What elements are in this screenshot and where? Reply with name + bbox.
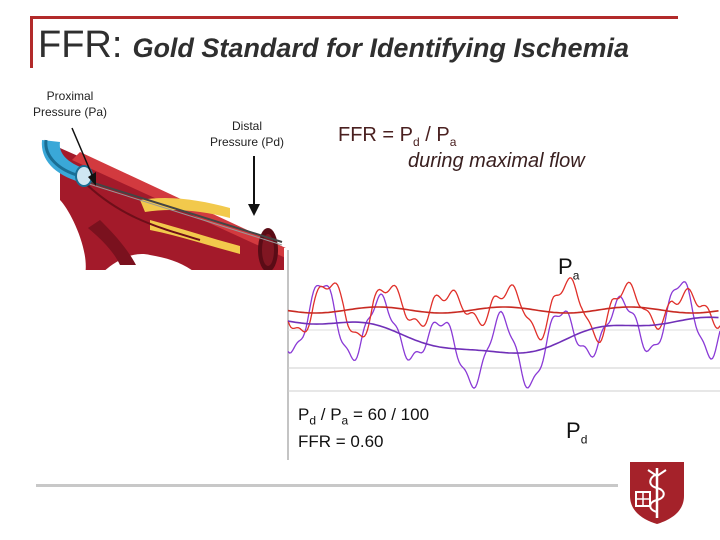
ffr-value-line: FFR = 0.60 bbox=[298, 431, 429, 453]
pd-trace-label: Pd bbox=[566, 418, 587, 446]
formula-prefix: FFR = P bbox=[338, 124, 413, 146]
formula-sub-a: a bbox=[450, 135, 457, 149]
pd-label-main: P bbox=[566, 418, 581, 443]
pa-trace-label: Pa bbox=[558, 254, 579, 282]
ratio-mid: / P bbox=[316, 405, 342, 424]
ratio-line: Pd / Pa = 60 / 100 bbox=[298, 404, 429, 431]
ffr-formula: FFR = Pd / Pa bbox=[338, 124, 456, 149]
crest-logo bbox=[628, 460, 686, 526]
distal-arrowhead bbox=[248, 204, 260, 216]
formula-mid: / P bbox=[420, 124, 450, 146]
formula-condition: during maximal flow bbox=[408, 150, 585, 173]
formula-sub-d: d bbox=[413, 135, 420, 149]
ratio-values: = 60 / 100 bbox=[348, 405, 429, 424]
footer-rule bbox=[36, 484, 618, 487]
pd-label-sub: d bbox=[581, 432, 588, 446]
ratio-p1: P bbox=[298, 405, 309, 424]
pa-label-main: P bbox=[558, 254, 573, 279]
ffr-result: Pd / Pa = 60 / 100 FFR = 0.60 bbox=[298, 404, 429, 453]
pa-label-sub: a bbox=[573, 268, 580, 282]
